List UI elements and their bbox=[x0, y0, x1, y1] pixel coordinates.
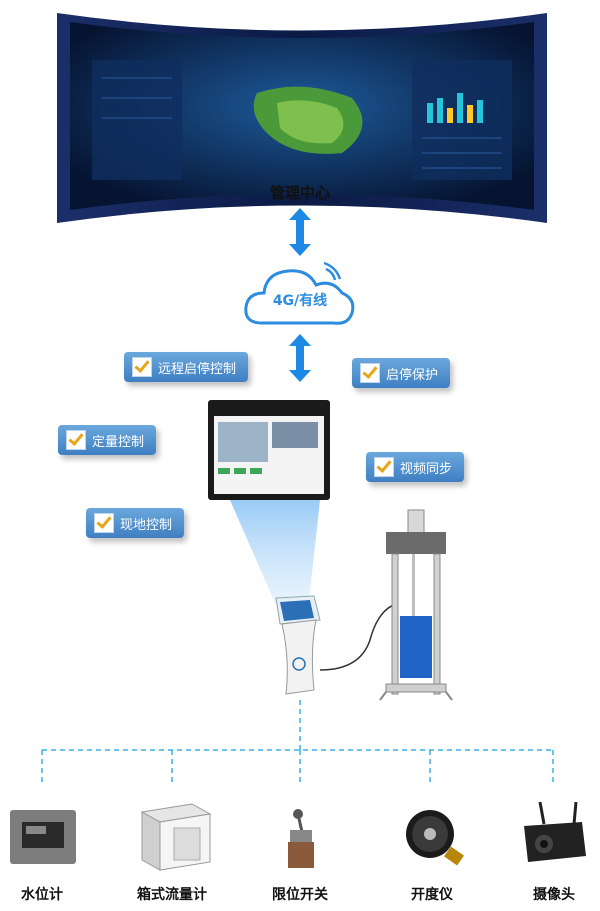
management-center-video-wall bbox=[57, 13, 547, 223]
device-label-camera: 摄像头 bbox=[533, 887, 575, 903]
function-tag-start-stop-protection: 启停保护 bbox=[352, 358, 451, 388]
network-label: 4G/有线 bbox=[272, 293, 328, 309]
device-label-box-flowmeter: 箱式流量计 bbox=[137, 887, 207, 903]
management-center-label: 管理中心 bbox=[269, 184, 330, 202]
limit-switch-icon bbox=[288, 809, 314, 868]
function-label: 视频同步 bbox=[400, 461, 453, 477]
function-tag-video-sync: 视频同步 bbox=[366, 452, 465, 482]
double-arrow-icon bbox=[289, 334, 311, 382]
checkbox-icon bbox=[360, 363, 380, 383]
opening-meter-icon bbox=[406, 810, 464, 866]
hmi-touch-screen bbox=[208, 400, 330, 500]
function-label: 现地控制 bbox=[120, 517, 173, 533]
function-label: 定量控制 bbox=[92, 434, 145, 450]
water-level-meter-icon bbox=[10, 810, 76, 864]
control-kiosk bbox=[275, 595, 321, 695]
checkbox-icon bbox=[132, 357, 152, 377]
checkbox-icon bbox=[94, 513, 114, 533]
cable-line bbox=[319, 603, 397, 671]
function-label: 远程启停控制 bbox=[158, 361, 237, 377]
sluice-gate bbox=[379, 509, 453, 701]
function-label: 启停保护 bbox=[386, 367, 439, 383]
cloud-network-icon bbox=[244, 261, 355, 325]
checkbox-icon bbox=[374, 457, 394, 477]
function-tag-local-control: 现地控制 bbox=[86, 508, 185, 538]
double-arrow-icon bbox=[289, 208, 311, 256]
camera-icon bbox=[524, 801, 586, 862]
box-flowmeter-icon bbox=[140, 803, 212, 871]
hmi-display bbox=[214, 416, 324, 494]
device-connection-lines bbox=[41, 700, 554, 786]
device-label-limit-switch: 限位开关 bbox=[272, 887, 328, 903]
projection-beam bbox=[230, 500, 320, 610]
device-label-water-level: 水位计 bbox=[21, 887, 63, 903]
function-tag-quantitative-control: 定量控制 bbox=[58, 425, 157, 455]
checkbox-icon bbox=[66, 430, 86, 450]
function-tag-remote-control: 远程启停控制 bbox=[124, 352, 249, 382]
device-label-opening-meter: 开度仪 bbox=[411, 887, 453, 903]
